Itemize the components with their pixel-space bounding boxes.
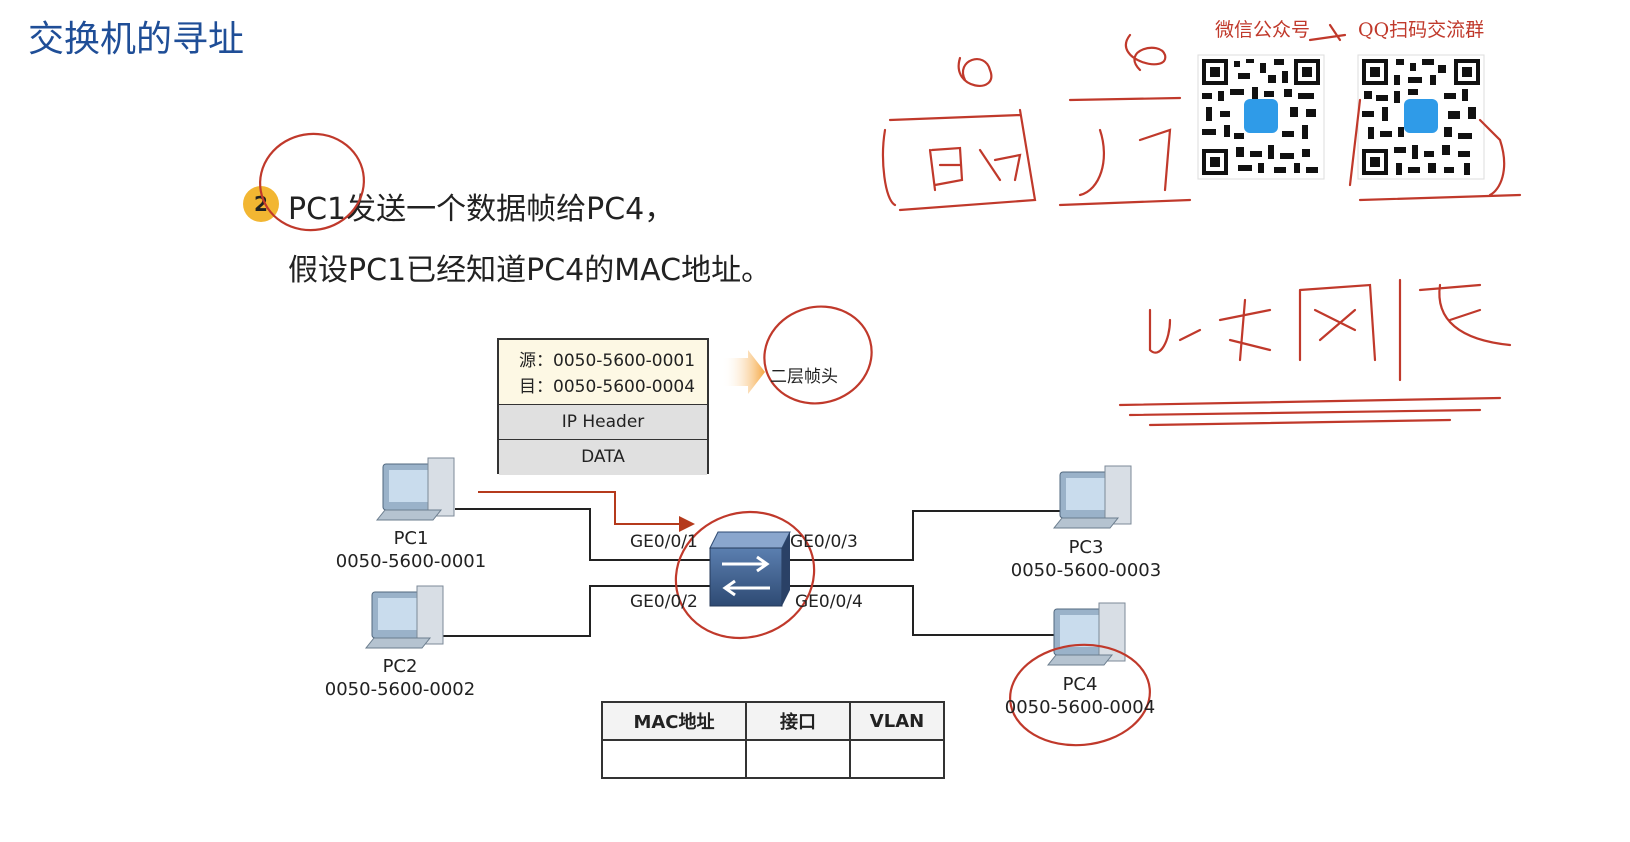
port-ge0-0-3: GE0/0/3 (790, 532, 858, 552)
mac-table-header-row: MAC地址 接口 VLAN (601, 701, 945, 741)
pc4-name: PC4 (1062, 674, 1098, 695)
frame-dst-mac: 目：0050-5600-0004 (519, 377, 696, 397)
pc3-icon (1052, 465, 1132, 529)
frame-structure: 源：0050-5600-0001 目：0050-5600-0004 IP Hea… (497, 338, 709, 475)
frame-data: DATA (499, 439, 707, 475)
mac-table-header-port: 接口 (745, 701, 851, 741)
port-ge0-0-4: GE0/0/4 (795, 592, 863, 612)
mac-table-cell (745, 739, 851, 779)
pc1-name: PC1 (393, 528, 429, 549)
mac-table-cell (601, 739, 747, 779)
traffic-arrow (478, 491, 695, 532)
switch-icon (709, 531, 791, 607)
page-title: 交换机的寻址 (28, 19, 245, 60)
pc2-name: PC2 (382, 656, 418, 677)
qq-caption: QQ扫码交流群 (1358, 19, 1485, 41)
wechat-qr-code (1197, 54, 1325, 180)
pc4-icon (1046, 602, 1126, 666)
port-ge0-0-2: GE0/0/2 (630, 592, 698, 612)
pc1-icon (375, 457, 455, 521)
pc2-icon (364, 585, 444, 649)
mac-table-header-vlan: VLAN (849, 701, 945, 741)
step-text-line2: 假设PC1已经知道PC4的MAC地址。 (288, 253, 772, 288)
l2-header-label: 二层帧头 (770, 367, 838, 387)
pc3-mac: 0050-5600-0003 (1010, 560, 1162, 581)
mac-table-header-mac: MAC地址 (601, 701, 747, 741)
pc2-mac: 0050-5600-0002 (324, 679, 476, 700)
link-pc4 (785, 585, 1058, 636)
pc4-mac: 0050-5600-0004 (1004, 697, 1156, 718)
handwritten-annotations (259, 23, 1522, 747)
network-links (442, 508, 1065, 637)
link-pc2 (442, 585, 710, 637)
link-pc1 (455, 508, 710, 561)
port-ge0-0-1: GE0/0/1 (630, 532, 698, 552)
mac-table-row (601, 739, 945, 779)
mac-table-cell (849, 739, 945, 779)
wechat-caption: 微信公众号 (1215, 19, 1311, 41)
frame-header-arrow (722, 350, 765, 394)
link-pc3 (785, 510, 1065, 561)
mac-address-table: MAC地址 接口 VLAN (601, 701, 945, 779)
pc3-name: PC3 (1068, 537, 1104, 558)
frame-src-mac: 源：0050-5600-0001 (519, 351, 696, 371)
frame-ip-header: IP Header (499, 405, 707, 439)
qq-qr-code (1357, 54, 1485, 180)
pc1-mac: 0050-5600-0001 (335, 551, 487, 572)
frame-l2-header: 源：0050-5600-0001 目：0050-5600-0004 (499, 340, 707, 405)
